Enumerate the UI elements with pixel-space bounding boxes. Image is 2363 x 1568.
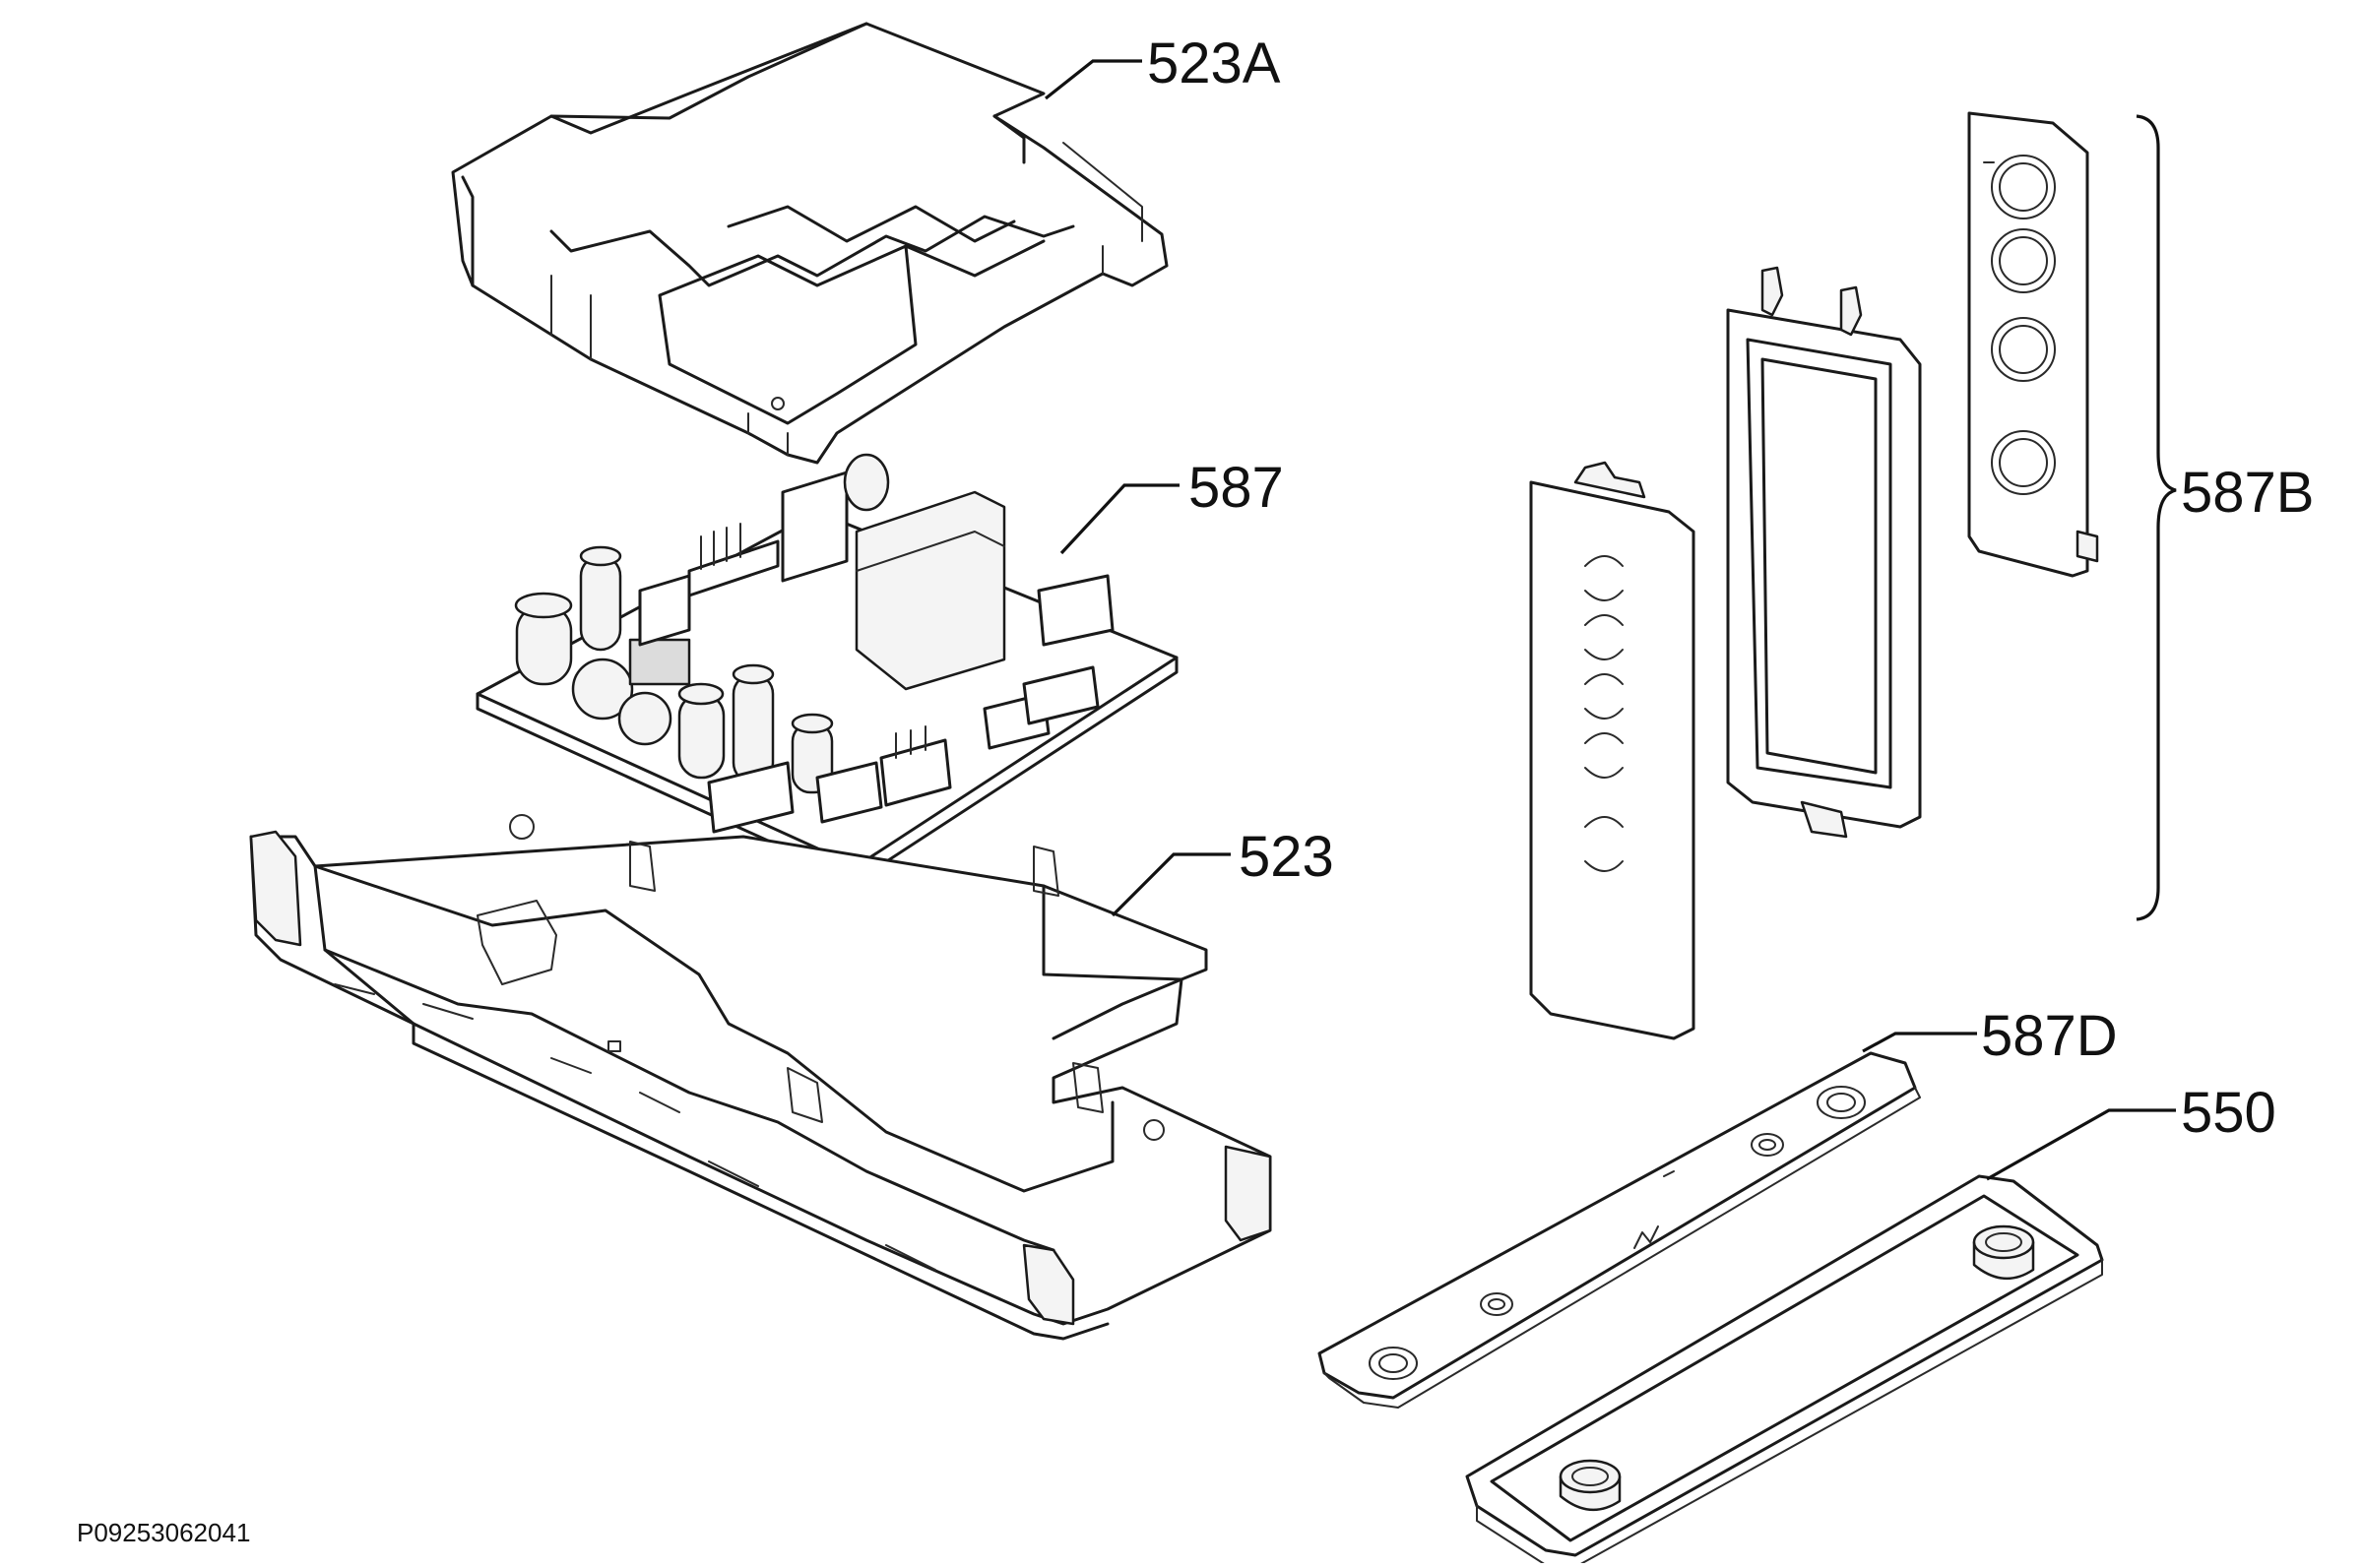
- label-587b: 587B: [2181, 461, 2314, 525]
- part-523a-cover: [451, 22, 1169, 465]
- leader-line-550: [1986, 1108, 2176, 1181]
- leader-line-523a: [1045, 59, 1142, 100]
- part-550-button-tray: [1465, 1174, 2104, 1568]
- bracket-587b: [2136, 114, 2177, 921]
- leader-line-523: [1111, 852, 1231, 917]
- part-587-pcb: [476, 453, 1179, 883]
- label-587d: 587D: [1981, 1004, 2118, 1068]
- part-523-housing: [249, 814, 1272, 1341]
- leader-line-587d: [1862, 1032, 1977, 1053]
- label-523: 523: [1239, 825, 1334, 889]
- document-code: P09253062041: [77, 1518, 250, 1547]
- part-587d-key-strip: [1317, 1051, 1921, 1409]
- label-550: 550: [2181, 1081, 2276, 1145]
- part-587b-keypad-set: [1529, 111, 2099, 1040]
- leader-line-587: [1059, 483, 1180, 555]
- label-587: 587: [1188, 456, 1284, 520]
- label-523a: 523A: [1147, 31, 1281, 95]
